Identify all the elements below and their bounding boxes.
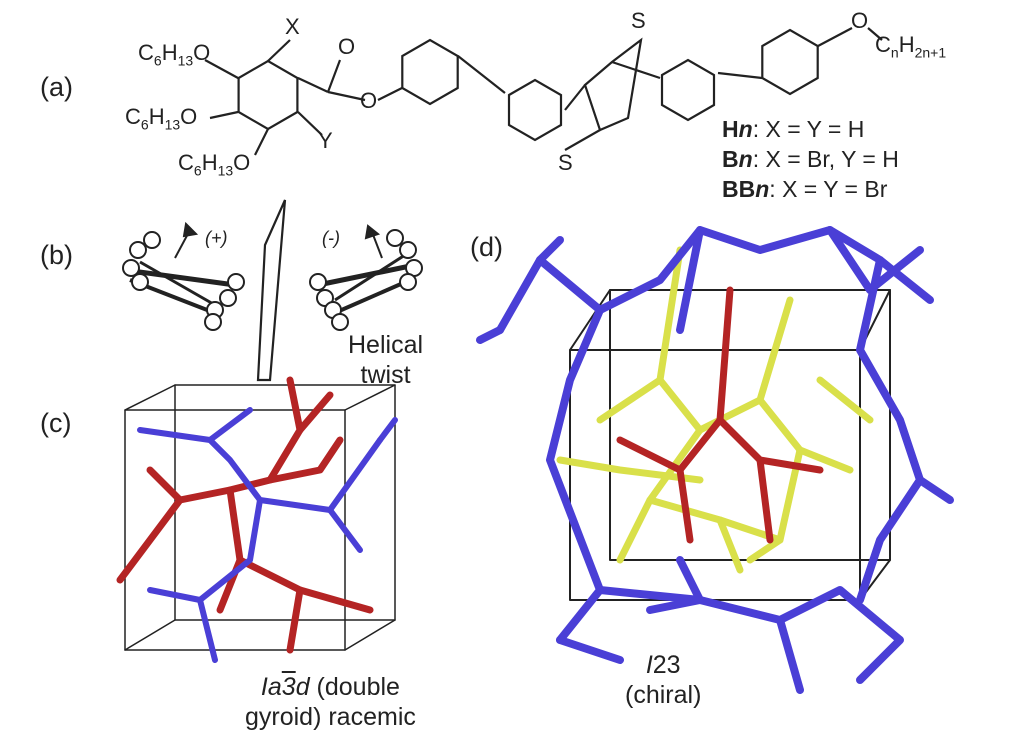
blue-network-strut <box>676 226 704 334</box>
unit-cell-edge <box>124 384 396 411</box>
blue-network-strut <box>556 636 624 664</box>
red-network-strut <box>226 486 374 614</box>
red-network-strut <box>266 436 344 484</box>
compound-b: Bn: X = Br, Y = H <box>722 146 899 172</box>
alkoxy-group-2: C6H13O <box>125 104 198 133</box>
bond <box>457 55 506 94</box>
ester-oxygen: O <box>360 88 378 113</box>
panel-label-a: (a) <box>40 72 73 102</box>
blue-network-strut <box>916 476 954 504</box>
alkyl-tail: CnH2n+1 <box>875 32 947 61</box>
blue-network-strut <box>856 256 924 604</box>
yellow-network-strut <box>816 376 874 424</box>
blue-network-strut <box>476 326 504 344</box>
helix-plus <box>122 221 245 331</box>
bond <box>377 87 403 101</box>
i23-caption: I23 (chiral) <box>625 651 702 709</box>
blue-network-strut <box>496 256 604 644</box>
blue-network-strut <box>536 236 564 264</box>
bond <box>564 84 586 111</box>
yellow-network-strut <box>656 246 684 384</box>
bond <box>867 27 883 41</box>
blue-network-strut <box>147 587 203 603</box>
red-network-strut <box>296 391 334 434</box>
yellow-network-strut <box>596 376 854 474</box>
thiophene-rings <box>583 37 643 132</box>
bond <box>564 129 601 151</box>
alkoxy-group-1: C6H13O <box>138 40 211 69</box>
bond <box>254 128 269 156</box>
bond <box>209 110 239 120</box>
bond <box>327 90 366 102</box>
compound-h: Hn: X = Y = H <box>722 116 865 142</box>
phenyl-ring-right <box>761 28 819 96</box>
twist-minus-label: (-) <box>322 228 340 248</box>
substituent-y: Y <box>318 128 333 153</box>
panel-label-c: (c) <box>40 408 72 438</box>
blue-network-strut <box>137 427 383 513</box>
yellow-network-strut <box>556 456 704 484</box>
unit-cell-edge <box>609 289 891 561</box>
bond <box>297 111 323 136</box>
red-network-strut <box>286 586 304 654</box>
mirror-plane <box>256 199 287 382</box>
alkoxy-group-3: C6H13O <box>178 150 251 179</box>
yellow-network-strut <box>646 496 784 544</box>
compound-definitions: Hn: X = Y = H Bn: X = Br, Y = H BBn: X =… <box>722 114 899 204</box>
red-network-strut <box>676 466 694 544</box>
carbonyl-oxygen: O <box>338 34 356 59</box>
panel-label-b: (b) <box>40 240 73 270</box>
phenyl-ring-left <box>401 38 459 106</box>
helix-minus <box>309 224 423 331</box>
blue-network-strut <box>596 586 904 684</box>
tail-oxygen: O <box>851 8 869 33</box>
btbt-ring-1 <box>507 78 563 142</box>
i23-network-model <box>476 226 954 694</box>
unit-cell-edge <box>569 349 861 601</box>
blue-network-strut <box>676 556 704 604</box>
compound-bb: BBn: X = Y = Br <box>722 176 888 202</box>
bond <box>717 71 763 80</box>
red-network-strut <box>716 286 734 424</box>
red-network-strut <box>616 416 824 474</box>
bond <box>817 27 853 47</box>
bond <box>611 60 661 80</box>
panel-label-d: (d) <box>470 232 503 262</box>
bond <box>326 59 342 93</box>
red-network-strut <box>146 466 184 504</box>
substituent-x: X <box>285 14 300 39</box>
blue-network-strut <box>207 407 253 443</box>
blue-network-strut <box>197 497 263 663</box>
sulfur-top: S <box>631 8 646 33</box>
gyroid-caption: Ia3d (double gyroid) racemic <box>245 673 416 731</box>
blue-network-strut <box>377 417 398 443</box>
bond <box>267 39 291 62</box>
unit-cell-edge <box>569 289 891 351</box>
helix-diagram <box>122 199 423 382</box>
twist-plus-label: (+) <box>205 228 228 248</box>
bond <box>204 59 239 79</box>
unit-cell-edge <box>124 619 396 651</box>
benzoate-ring <box>237 59 299 131</box>
blue-network-strut <box>327 507 363 553</box>
bond <box>297 77 329 93</box>
red-network-strut <box>756 456 774 544</box>
blue-network-strut <box>776 616 804 694</box>
yellow-network-strut <box>716 516 744 574</box>
btbt-ring-4 <box>660 58 716 122</box>
yellow-network-strut <box>756 296 794 404</box>
double-gyroid-model <box>116 376 398 663</box>
blue-network-strut <box>646 596 704 614</box>
molecule-structure <box>204 27 883 156</box>
sulfur-bottom: S <box>558 150 573 175</box>
